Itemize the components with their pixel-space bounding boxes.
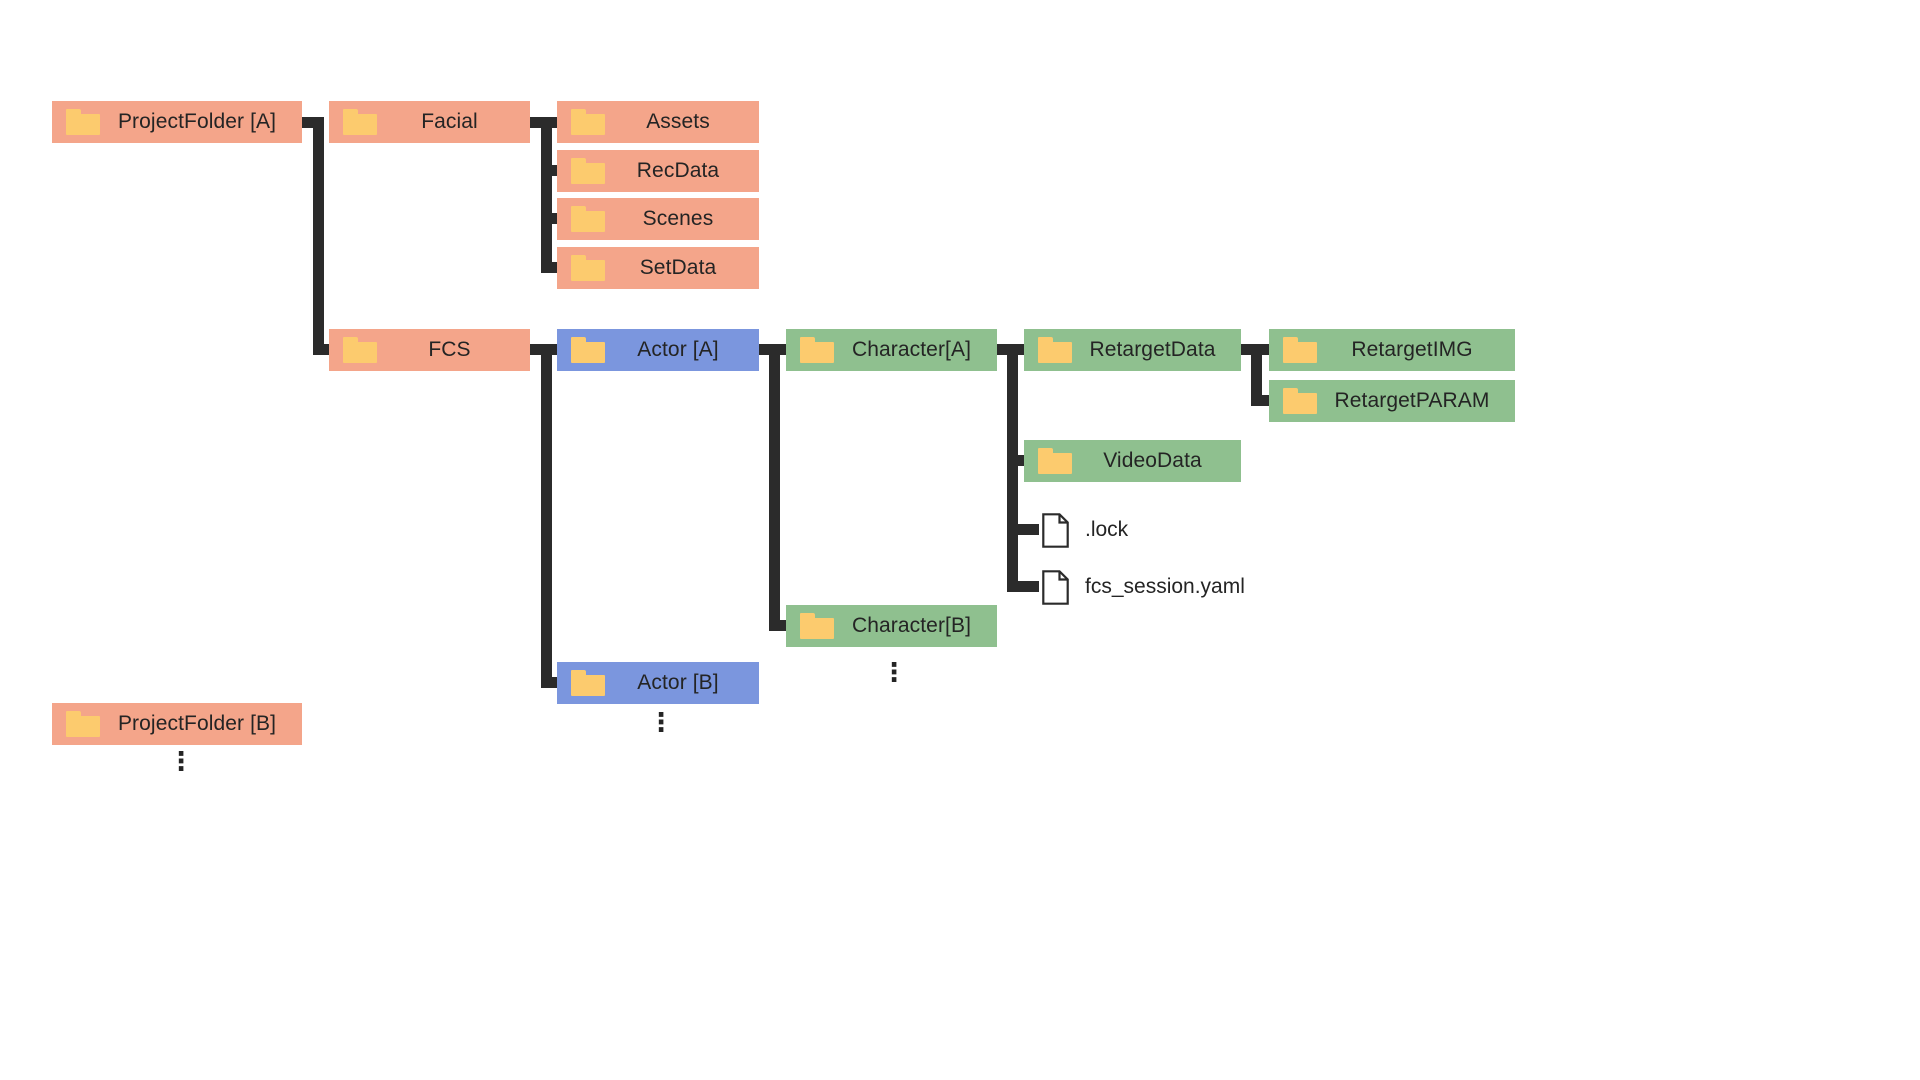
file-label: .lock	[1085, 518, 1129, 541]
folder-icon	[800, 337, 834, 363]
file-label: fcs_session.yaml	[1085, 575, 1245, 598]
connector-stub-projectfolder-fcs	[313, 344, 335, 355]
folder-icon	[571, 109, 605, 135]
ellipsis-under-character-b: ⋮	[881, 657, 907, 687]
folder-icon	[571, 158, 605, 184]
folder-icon	[343, 109, 377, 135]
folder-icon	[1283, 337, 1317, 363]
node-assets[interactable]: Assets	[557, 101, 759, 143]
connector-stub-fcs-actor-b	[541, 677, 563, 688]
connector-stub-actor-a-character-b	[769, 620, 791, 631]
node-character-b[interactable]: Character[B]	[786, 605, 997, 647]
connector-stub-character-a-lock	[1007, 524, 1039, 535]
connector-stub-facial-setdata	[541, 262, 563, 273]
folder-icon	[1038, 448, 1072, 474]
folder-icon	[571, 670, 605, 696]
node-fcs[interactable]: FCS	[329, 329, 530, 371]
node-lock-file[interactable]: .lock	[1042, 509, 1128, 551]
folder-icon	[800, 613, 834, 639]
folder-icon	[1038, 337, 1072, 363]
node-label: Character[B]	[851, 614, 972, 637]
file-icon	[1042, 569, 1069, 605]
node-retarget-param[interactable]: RetargetPARAM	[1269, 380, 1515, 422]
node-label: Actor [A]	[637, 338, 719, 361]
node-label: ProjectFolder [A]	[117, 110, 277, 133]
node-project-folder-a[interactable]: ProjectFolder [A]	[52, 101, 302, 143]
node-label: Actor [B]	[637, 671, 719, 694]
connector-stub-facial-scenes	[541, 213, 563, 224]
folder-icon	[66, 109, 100, 135]
node-label: FCS	[428, 338, 471, 361]
node-retarget-img[interactable]: RetargetIMG	[1269, 329, 1515, 371]
folder-icon	[1283, 388, 1317, 414]
node-scenes[interactable]: Scenes	[557, 198, 759, 240]
connector-trunk-fcs	[541, 344, 552, 677]
node-label: SetData	[639, 256, 717, 279]
node-session-file[interactable]: fcs_session.yaml	[1042, 566, 1245, 608]
connector-stub-character-a-session	[1007, 581, 1039, 592]
node-label: Assets	[646, 110, 710, 133]
node-label: RetargetPARAM	[1334, 389, 1490, 412]
node-label: Scenes	[642, 207, 714, 230]
connector-trunk-actor-a	[769, 344, 780, 620]
node-actor-a[interactable]: Actor [A]	[557, 329, 759, 371]
ellipsis-under-actor-b: ⋮	[648, 707, 674, 737]
connector-trunk-projectfolder	[313, 117, 324, 355]
node-label: VideoData	[1103, 449, 1202, 472]
node-label: RecData	[636, 159, 720, 182]
node-label: RetargetData	[1089, 338, 1216, 361]
node-label: Facial	[421, 110, 478, 133]
connector-trunk-facial	[541, 117, 552, 273]
node-video-data[interactable]: VideoData	[1024, 440, 1241, 482]
connector-trunk-retargetdata	[1251, 344, 1262, 395]
node-label: Character[A]	[851, 338, 972, 361]
node-facial[interactable]: Facial	[329, 101, 530, 143]
node-project-folder-b[interactable]: ProjectFolder [B]	[52, 703, 302, 745]
folder-icon	[571, 255, 605, 281]
ellipsis-under-project-folder-b: ⋮	[168, 746, 194, 776]
folder-icon	[571, 337, 605, 363]
node-label: RetargetIMG	[1351, 338, 1473, 361]
node-retarget-data[interactable]: RetargetData	[1024, 329, 1241, 371]
folder-icon	[66, 711, 100, 737]
node-setdata[interactable]: SetData	[557, 247, 759, 289]
node-label: ProjectFolder [B]	[117, 712, 277, 735]
connector-stub-character-a-videodata	[1007, 455, 1029, 466]
node-actor-b[interactable]: Actor [B]	[557, 662, 759, 704]
file-icon	[1042, 512, 1069, 548]
connector-stub-retargetdata-param	[1251, 395, 1273, 406]
folder-icon	[571, 206, 605, 232]
folder-icon	[343, 337, 377, 363]
node-recdata[interactable]: RecData	[557, 150, 759, 192]
connector-stub-facial-recdata	[541, 165, 563, 176]
node-character-a[interactable]: Character[A]	[786, 329, 997, 371]
